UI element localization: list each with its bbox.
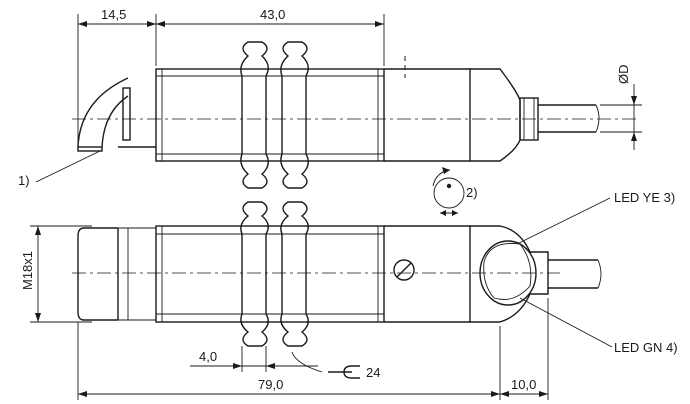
callout-wrench-size: 24 xyxy=(366,365,380,380)
dim-overall-length: 79,0 xyxy=(258,377,283,392)
dim-cable-diameter: ØD xyxy=(616,65,631,85)
dim-cable-bend-length: 14,5 xyxy=(101,7,126,22)
top-view xyxy=(72,41,640,189)
bottom-view xyxy=(72,201,602,347)
callout-led-yellow: LED YE 3) xyxy=(614,190,675,205)
callout-potentiometer: 2) xyxy=(466,185,478,200)
dim-nut-thickness: 4,0 xyxy=(199,349,217,364)
dim-connector-offset: 10,0 xyxy=(511,377,536,392)
dim-thread-length: 43,0 xyxy=(260,7,285,22)
bottom-dimensions: M18x1 4,0 79,0 10,0 24 2) LED Y xyxy=(20,167,678,400)
callout-led-green: LED GN 4) xyxy=(614,340,678,355)
dim-thread-size: M18x1 xyxy=(20,251,35,290)
callout-note-1: 1) xyxy=(18,173,30,188)
top-dimensions: 14,5 43,0 ØD 1) xyxy=(18,7,642,188)
